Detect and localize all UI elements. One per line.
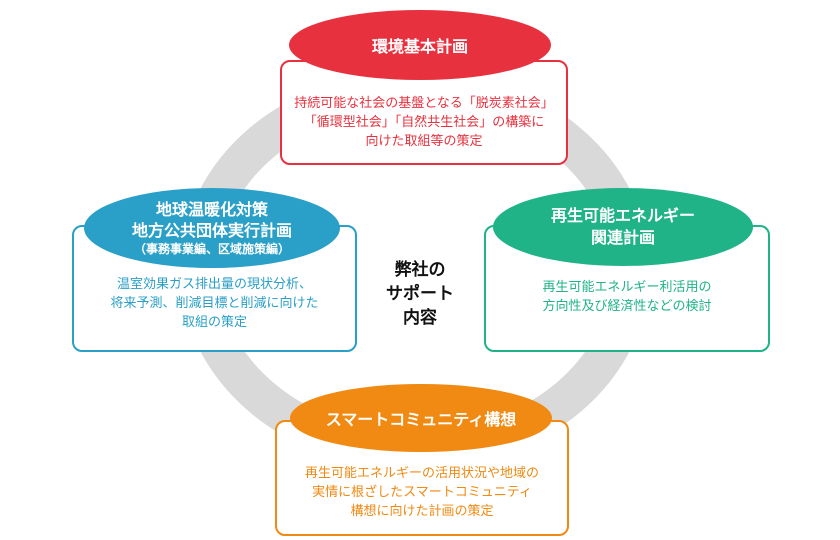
renewable-desc-line-1: 再生可能エネルギー利活用の: [542, 280, 712, 295]
climate-action-desc-line-2: 将来予測、削減目標と削減に向けた: [110, 296, 319, 311]
smart-community-title-text: スマートコミュニティ構想: [325, 410, 517, 429]
smart-community-desc-line-1: 再生可能エネルギーの活用状況や地域の: [304, 466, 539, 481]
environment-plan-title-text: 環境基本計画: [371, 37, 468, 56]
smart-community-title: スマートコミュニティ構想: [290, 384, 552, 452]
environment-plan-desc-line-1: 持続可能な社会の基盤となる「脱炭素社会」: [294, 96, 554, 111]
renewable-energy-plan-title: 再生可能エネルギー 関連計画: [493, 188, 753, 266]
smart-community-desc-line-3: 構想に向けた計画の策定: [350, 504, 494, 519]
center-line-1: 弊社の: [394, 260, 446, 280]
climate-action-desc-line-1: 温室効果ガス排出量の現状分析、: [116, 277, 312, 292]
climate-action-desc-line-3: 取組の策定: [181, 315, 247, 330]
climate-action-title-line-1: 地球温暖化対策: [155, 200, 268, 219]
climate-action-title-line-2: 地方公共団体実行計画: [131, 221, 292, 240]
environment-plan-desc-line-3: 向けた取組等の策定: [365, 134, 483, 149]
center-line-2: サポート: [386, 284, 454, 304]
center-line-3: 内容: [403, 308, 437, 328]
smart-community-desc-line-2: 実情に根ざしたスマートコミュニティ: [312, 485, 532, 500]
environment-plan-title: 環境基本計画: [289, 10, 551, 80]
renewable-desc-line-2: 方向性及び経済性などの検討: [542, 299, 712, 314]
environment-plan-desc-line-2: 「循環型社会」「自然共生社会」の構築に: [303, 115, 545, 130]
center-label: 弊社の サポート 内容: [360, 258, 480, 330]
renewable-title-line-1: 再生可能エネルギー: [550, 206, 695, 225]
climate-action-plan-title: 地球温暖化対策 地方公共団体実行計画 （事務事業編、区域施策編）: [84, 188, 340, 268]
renewable-title-line-2: 関連計画: [590, 228, 655, 247]
climate-action-subtitle: （事務事業編、区域施策編）: [133, 242, 290, 256]
